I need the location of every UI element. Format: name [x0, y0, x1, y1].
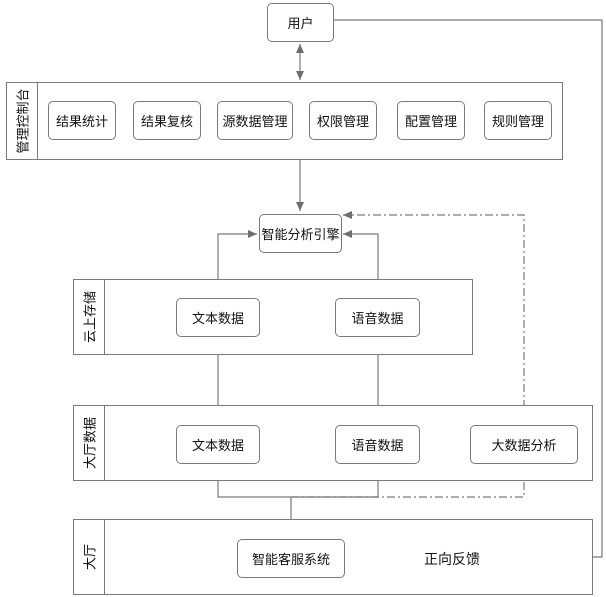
user-label: 用户 — [287, 17, 314, 32]
hall-text-data-node[interactable]: 文本数据 — [176, 425, 260, 464]
hall-data-panel: 大厅数据 — [73, 405, 593, 481]
cloud-storage-label: 云上存储 — [83, 290, 99, 344]
hall-voice-data-label: 语音数据 — [351, 439, 404, 454]
cloud-text-data-node[interactable]: 文本数据 — [176, 298, 260, 337]
big-data-analysis-label: 大数据分析 — [491, 439, 557, 454]
source-data-management-button[interactable]: 源数据管理 — [217, 101, 293, 140]
management-console-tab: 管理控制台 — [7, 83, 38, 159]
management-console-label: 管理控制台 — [16, 88, 32, 154]
hall-text-data-label: 文本数据 — [191, 439, 244, 454]
rule-management-label: 规则管理 — [491, 115, 544, 130]
smart-customer-service-node[interactable]: 智能客服系统 — [237, 539, 345, 578]
permission-management-button[interactable]: 权限管理 — [309, 101, 377, 140]
bigdata-engine-dashed-arrow — [343, 211, 525, 424]
hall-data-tab: 大厅数据 — [74, 406, 105, 480]
result-stats-label: 结果统计 — [55, 115, 108, 130]
hall-label: 大厅 — [83, 543, 99, 571]
source-data-management-label: 源数据管理 — [222, 115, 288, 130]
cloud-storage-tab: 云上存储 — [74, 280, 105, 354]
result-review-button[interactable]: 结果复核 — [133, 101, 201, 140]
cloud-text-data-label: 文本数据 — [191, 312, 244, 327]
user-node[interactable]: 用户 — [267, 3, 334, 42]
smart-customer-service-label: 智能客服系统 — [251, 553, 330, 568]
cloud-voice-data-node[interactable]: 语音数据 — [335, 298, 420, 337]
config-management-label: 配置管理 — [404, 115, 457, 130]
hall-data-label: 大厅数据 — [83, 416, 99, 470]
cloud-text-engine-arrow — [217, 230, 257, 297]
hall-tab: 大厅 — [74, 520, 105, 594]
analysis-engine-node[interactable]: 智能分析引擎 — [259, 214, 342, 253]
cloud-voice-data-label: 语音数据 — [351, 312, 404, 327]
hall-voice-data-node[interactable]: 语音数据 — [335, 425, 420, 464]
big-data-analysis-node[interactable]: 大数据分析 — [470, 425, 578, 464]
cloud-voice-engine-arrow — [343, 230, 379, 297]
config-management-button[interactable]: 配置管理 — [397, 101, 465, 140]
permission-management-label: 权限管理 — [316, 115, 369, 130]
positive-feedback-label: 正向反馈 — [424, 552, 480, 568]
analysis-engine-label: 智能分析引擎 — [261, 228, 340, 243]
rule-management-button[interactable]: 规则管理 — [484, 101, 552, 140]
result-review-label: 结果复核 — [140, 115, 193, 130]
result-stats-button[interactable]: 结果统计 — [48, 101, 116, 140]
